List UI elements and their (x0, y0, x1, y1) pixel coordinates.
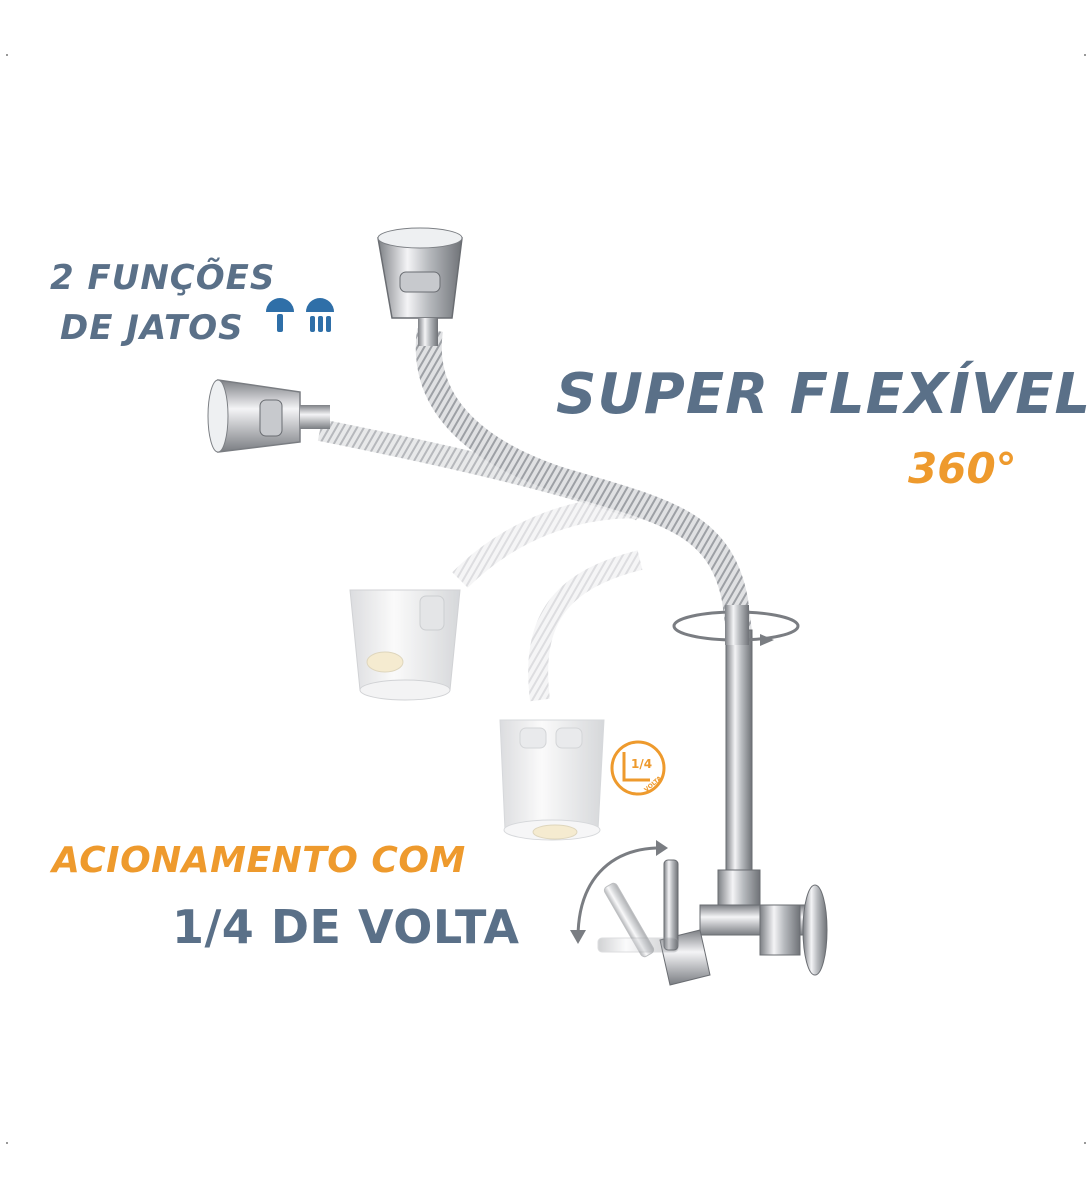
jet-functions-title: 2 FUNÇÕES (50, 258, 276, 298)
lever-arc-arrow-icon (570, 840, 668, 944)
top-sprayer-head (377, 227, 463, 346)
corner-mark (1084, 54, 1086, 56)
super-flexible-heading: SUPER FLEXÍVEL (556, 362, 1092, 427)
badge-fraction: 1/4 (631, 757, 652, 771)
vertical-pipe (717, 629, 761, 911)
quarter-turn-badge-icon: 1/4 VOLTA (610, 740, 666, 796)
valve-body (659, 884, 828, 986)
corner-mark (1084, 1142, 1086, 1144)
corner-mark (6, 54, 8, 56)
rotation-degrees: 360° (908, 444, 1017, 493)
jet-functions-subtitle: DE JATOS (60, 308, 244, 348)
spray-jet-icon (306, 298, 334, 332)
ghost-sprayer-head-low (499, 719, 605, 841)
corner-mark (6, 1142, 8, 1144)
left-sprayer-head (207, 379, 330, 453)
actuation-heading: ACIONAMENTO COM (52, 840, 466, 881)
lever-handles (597, 859, 679, 958)
single-jet-icon (266, 298, 294, 332)
quarter-turn-heading: 1/4 DE VOLTA (172, 900, 520, 954)
main-hose (415, 328, 753, 642)
ghost-sprayer-head-mid (349, 589, 461, 701)
rotate-360-icon (672, 605, 800, 646)
